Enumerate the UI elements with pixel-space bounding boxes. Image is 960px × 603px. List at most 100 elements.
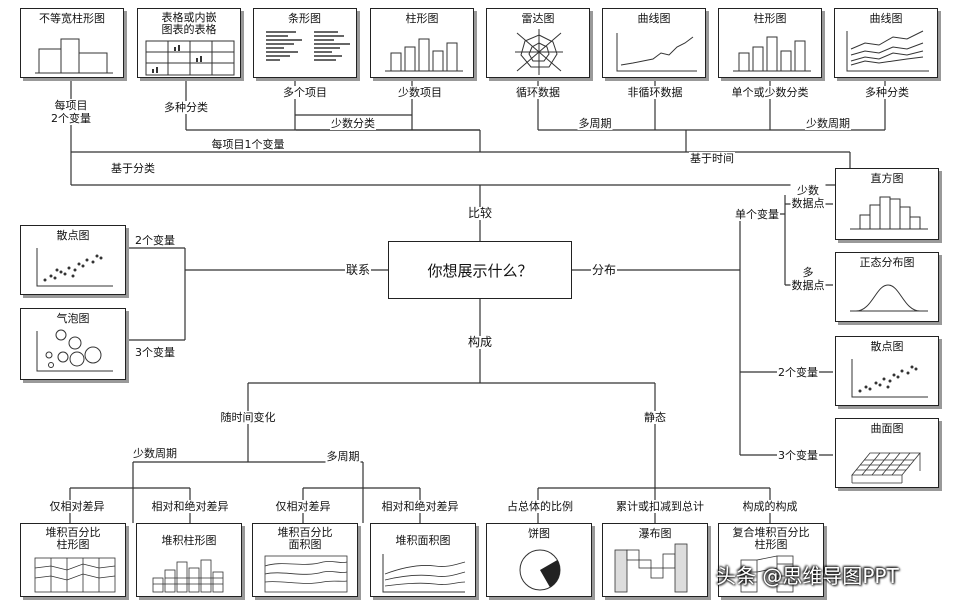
label-relative-absolute-1: 相对和绝对差异 bbox=[150, 500, 230, 513]
compound-stacked-icon bbox=[740, 555, 794, 593]
box-column-single: 柱形图 bbox=[718, 8, 822, 78]
label-cyclic: 循环数据 bbox=[515, 86, 561, 99]
label-components: 构成的构成 bbox=[741, 500, 799, 513]
box-normal-distribution: 正态分布图 bbox=[835, 252, 939, 322]
box-title: 曲线图 bbox=[869, 12, 903, 25]
label-single-var: 单个变量 bbox=[734, 208, 780, 221]
label-few-category: 少数分类 bbox=[330, 117, 376, 130]
stacked-pct-area-icon bbox=[264, 555, 348, 593]
branch-distribution: 分布 bbox=[590, 263, 618, 277]
label-one-var-per-item: 每项目1个变量 bbox=[210, 138, 286, 151]
box-title: 堆积柱形图 bbox=[161, 534, 217, 547]
box-pie: 饼图 bbox=[486, 523, 592, 597]
label-many-points: 多 数据点 bbox=[790, 266, 826, 292]
label-few-points: 少数 数据点 bbox=[790, 184, 826, 210]
box-title: 表格或内嵌 图表的表格 bbox=[161, 11, 217, 36]
branch-composition: 构成 bbox=[466, 335, 494, 349]
label-comp-few-periods: 少数周期 bbox=[132, 447, 178, 460]
box-table-embedded: 表格或内嵌 图表的表格 bbox=[137, 8, 241, 78]
box-waterfall: 瀑布图 bbox=[602, 523, 708, 597]
variable-width-bar-icon bbox=[35, 38, 113, 74]
waterfall-icon bbox=[614, 543, 688, 593]
box-title: 堆积百分比 面积图 bbox=[277, 526, 333, 551]
box-title: 散点图 bbox=[870, 340, 904, 353]
box-title: 直方图 bbox=[870, 172, 904, 185]
column-icon bbox=[385, 38, 463, 72]
label-many-items: 多个项目 bbox=[282, 86, 328, 99]
box-scatter-2: 散点图 bbox=[835, 336, 939, 406]
box-title: 气泡图 bbox=[56, 312, 90, 325]
label-comp-many-periods: 多周期 bbox=[325, 450, 361, 463]
label-few-items: 少数项目 bbox=[397, 86, 443, 99]
box-scatter: 散点图 bbox=[20, 225, 126, 295]
box-title: 曲面图 bbox=[870, 422, 904, 435]
scatter-icon bbox=[36, 248, 113, 287]
label-relative-only-2: 仅相对差异 bbox=[274, 500, 332, 513]
label-accumulate: 累计或扣减到总计 bbox=[615, 500, 705, 513]
branch-relation: 联系 bbox=[344, 263, 372, 277]
pie-icon bbox=[519, 549, 561, 591]
stacked-column-icon bbox=[152, 559, 224, 593]
label-relative-absolute-2: 相对和绝对差异 bbox=[380, 500, 460, 513]
box-stacked-area: 堆积面积图 bbox=[370, 523, 476, 597]
table-grid-icon bbox=[145, 40, 235, 76]
stacked-area-icon bbox=[382, 554, 466, 593]
box-title: 条形图 bbox=[288, 12, 321, 25]
branch-compare: 比较 bbox=[466, 206, 494, 220]
label-few-periods: 少数周期 bbox=[805, 117, 851, 130]
label-over-time: 随时间变化 bbox=[219, 411, 277, 424]
box-radar: 雷达图 bbox=[486, 8, 590, 78]
label-two-vars-per-item: 每项目 2个变量 bbox=[50, 99, 92, 125]
box-title: 柱形图 bbox=[405, 12, 439, 25]
label-relation-three-vars: 3个变量 bbox=[134, 346, 176, 359]
label-relation-two-vars: 2个变量 bbox=[134, 234, 176, 247]
box-line-multi: 曲线图 bbox=[834, 8, 938, 78]
label-multi-category: 多种分类 bbox=[163, 101, 209, 114]
box-stacked-pct-area: 堆积百分比 面积图 bbox=[252, 523, 358, 597]
box-title: 不等宽柱形图 bbox=[39, 12, 105, 25]
label-many-periods: 多周期 bbox=[577, 117, 613, 130]
label-non-cyclic: 非循环数据 bbox=[626, 86, 684, 99]
horizontal-bar-icon bbox=[266, 31, 350, 61]
box-title: 雷达图 bbox=[521, 12, 555, 25]
box-title: 柱形图 bbox=[753, 12, 787, 25]
surface-icon bbox=[851, 452, 921, 484]
box-title: 曲线图 bbox=[637, 12, 671, 25]
box-title: 堆积百分比 柱形图 bbox=[45, 526, 101, 551]
label-dist-three-vars: 3个变量 bbox=[777, 449, 819, 462]
box-line-few: 曲线图 bbox=[602, 8, 706, 78]
box-title: 瀑布图 bbox=[638, 527, 672, 540]
label-single-or-few-category: 单个或少数分类 bbox=[730, 86, 810, 99]
box-stacked-pct-column: 堆积百分比 柱形图 bbox=[20, 523, 126, 597]
box-title: 堆积面积图 bbox=[395, 534, 451, 547]
stacked-pct-column-icon bbox=[34, 557, 116, 593]
box-stacked-pct-with-sub: 复合堆积百分比 柱形图 bbox=[718, 523, 824, 597]
center-question-box: 你想展示什么？ bbox=[388, 241, 572, 299]
label-multi-category-2: 多种分类 bbox=[864, 86, 910, 99]
box-column-few: 柱形图 bbox=[370, 8, 474, 78]
label-based-on-category: 基于分类 bbox=[110, 162, 156, 175]
center-question: 你想展示什么？ bbox=[427, 261, 533, 280]
box-title: 正态分布图 bbox=[859, 256, 915, 269]
box-histogram: 直方图 bbox=[835, 168, 939, 240]
box-title: 饼图 bbox=[528, 527, 550, 540]
box-bubble: 气泡图 bbox=[20, 308, 126, 380]
bubble-icon bbox=[36, 329, 113, 372]
box-title: 散点图 bbox=[56, 229, 90, 242]
histogram-icon bbox=[850, 196, 928, 230]
label-relative-only-1: 仅相对差异 bbox=[48, 500, 106, 513]
label-dist-two-vars: 2个变量 bbox=[777, 366, 819, 379]
column-icon bbox=[733, 36, 811, 72]
label-based-on-time: 基于时间 bbox=[689, 152, 735, 165]
scatter-icon bbox=[851, 359, 928, 398]
multi-line-icon bbox=[846, 30, 929, 72]
label-share-of-total: 占总体的比例 bbox=[506, 500, 574, 513]
box-variable-width-bar: 不等宽柱形图 bbox=[20, 8, 124, 78]
watermark: 头条 @思维导图PPT bbox=[716, 564, 899, 588]
box-bar-horizontal: 条形图 bbox=[253, 8, 357, 78]
radar-icon bbox=[515, 29, 563, 75]
box-stacked-column: 堆积柱形图 bbox=[136, 523, 242, 597]
normal-curve-icon bbox=[850, 284, 928, 312]
